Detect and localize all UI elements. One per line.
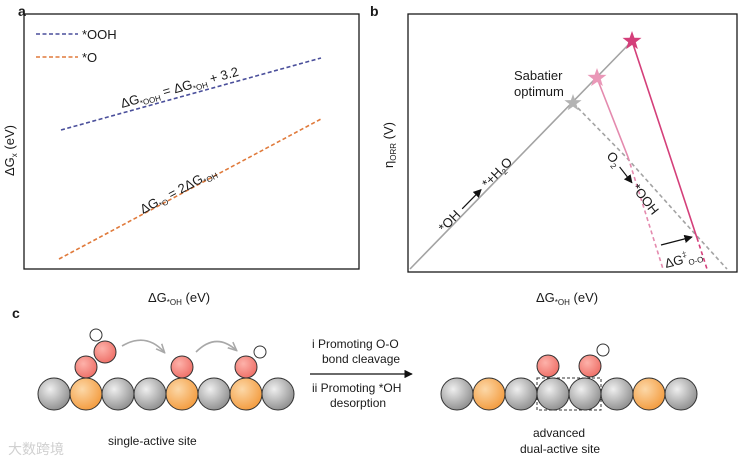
panel-b-ylabel: ηORR (V)	[381, 122, 398, 168]
step-oh-to-h2o: *OH *+H2O	[435, 154, 517, 235]
hydrogen-atom	[596, 343, 610, 357]
oxygen-atom	[170, 355, 194, 379]
barrier-label: ΔG‡O-O	[663, 246, 705, 273]
star-light-pink	[587, 68, 607, 87]
legend-o-label: *O	[82, 50, 97, 65]
panel-c: c single-active site i Pr	[8, 305, 698, 457]
atom-orange	[632, 377, 666, 411]
oxygen-atom	[234, 355, 258, 379]
h2o-label: *+H2O	[479, 154, 517, 192]
barrier-arrow	[660, 234, 693, 246]
panel-b-frame	[407, 13, 738, 273]
atom-gray	[664, 377, 698, 411]
atom-gray	[504, 377, 538, 411]
dual-caption-2: dual-active site	[520, 442, 600, 456]
panel-a-ylabel: ΔGx (eV)	[2, 125, 19, 176]
panel-b: b Sabatier optimum *OH *+H2O O2	[370, 3, 738, 307]
oh-step-arrow	[461, 188, 482, 210]
atom-dual-site	[568, 377, 602, 411]
oxygen-atom	[74, 355, 98, 379]
atom-gray	[37, 377, 71, 411]
single-active-surface: single-active site	[37, 328, 295, 448]
light-pink-dashed	[627, 156, 664, 270]
atom-gray	[440, 377, 474, 411]
atom-gray	[261, 377, 295, 411]
panel-a-frame	[23, 13, 360, 270]
atom-gray	[101, 377, 135, 411]
oxygen-atom	[536, 354, 560, 378]
transition-arrow-2	[195, 340, 236, 353]
sabatier-label-1: Sabatier	[514, 68, 563, 83]
dual-caption-1: advanced	[533, 426, 585, 440]
o-scaling-line	[58, 118, 322, 260]
step-1-label: i Promoting O-O	[312, 337, 399, 351]
hydrogen-atom	[253, 345, 267, 359]
oh-label: *OH	[435, 207, 463, 235]
dual-site-box	[536, 377, 602, 411]
star-sabatier-gray	[564, 94, 582, 111]
legend-ooh-label: *OOH	[82, 27, 117, 42]
atom-orange-site	[229, 377, 263, 411]
atom-orange-site	[165, 377, 199, 411]
atom-dual-site	[536, 377, 570, 411]
o2-label: O2	[602, 149, 625, 171]
atom-orange	[472, 377, 506, 411]
dark-pink-dashed	[696, 237, 708, 270]
panel-a: a *OOH *O ΔG*OOH = ΔG*OH + 3.2 ΔG*O = 2Δ…	[2, 3, 360, 307]
eq-o: ΔG*O = 2ΔG*OH	[137, 164, 219, 219]
sabatier-label-2: optimum	[514, 84, 564, 99]
panel-a-letter: a	[18, 3, 26, 19]
panel-a-xlabel: ΔG*OH (eV)	[148, 290, 210, 307]
volcano-right-leg-gray	[572, 102, 728, 270]
star-dark-pink	[622, 31, 642, 50]
oxygen-atom	[578, 354, 602, 378]
step-1-label-line2: bond cleavage	[322, 352, 400, 366]
hydrogen-atom	[89, 328, 103, 342]
o2-step-arrow	[619, 166, 633, 184]
panel-a-legend: *OOH *O	[36, 27, 117, 65]
atom-gray	[197, 377, 231, 411]
oxygen-atom	[93, 340, 117, 364]
transition-arrow-1	[121, 339, 164, 352]
atom-gray	[133, 377, 167, 411]
dual-active-surface: advanced dual-active site	[440, 343, 698, 456]
eq-ooh: ΔG*OOH = ΔG*OH + 3.2	[119, 64, 241, 113]
step-2-label: ii Promoting *OH	[312, 381, 401, 395]
dark-pink-solid	[631, 40, 698, 239]
step-o2-to-ooh: O2 *OOH	[602, 149, 662, 218]
panel-c-letter: c	[12, 305, 20, 321]
ooh-scaling-line	[60, 57, 322, 131]
single-active-caption: single-active site	[108, 434, 197, 448]
atom-gray	[600, 377, 634, 411]
atom-orange-site	[69, 377, 103, 411]
step-2-label-line2: desorption	[330, 396, 386, 410]
panel-b-xlabel: ΔG*OH (eV)	[536, 290, 598, 307]
panel-b-letter: b	[370, 3, 379, 19]
watermark-text: 大数跨境	[8, 441, 64, 457]
light-pink-solid	[596, 77, 629, 158]
